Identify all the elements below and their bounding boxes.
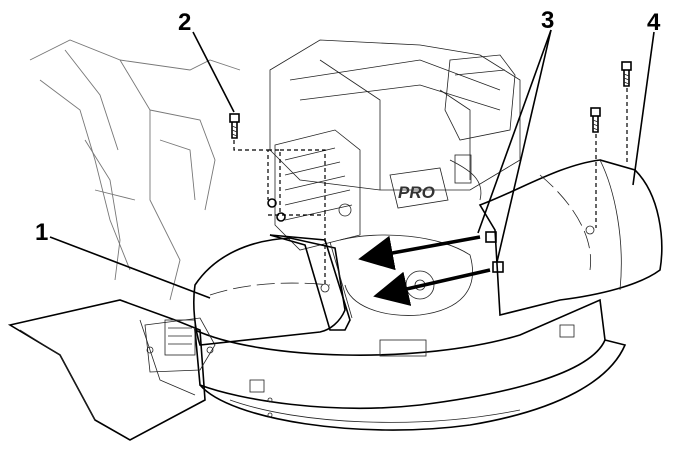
bolt-left-upper bbox=[229, 113, 240, 139]
muffler bbox=[274, 129, 361, 251]
callout-2: 2 bbox=[178, 9, 191, 36]
left-belt-cover bbox=[193, 234, 353, 346]
bolt-path-lines bbox=[233, 88, 628, 285]
right-belt-cover bbox=[478, 159, 663, 317]
bolt-right-upper bbox=[621, 61, 632, 87]
mower-deck bbox=[194, 234, 627, 431]
engine: PRO bbox=[269, 39, 521, 251]
callout-4: 4 bbox=[647, 9, 661, 36]
engine-badge: PRO bbox=[398, 183, 435, 202]
bolt-left-lower bbox=[267, 198, 286, 222]
bolt-right-lower bbox=[590, 107, 601, 133]
callout-1: 1 bbox=[35, 219, 48, 246]
insert-arrow-lower bbox=[373, 268, 491, 306]
insert-arrow-upper bbox=[358, 235, 481, 271]
callout-3: 3 bbox=[541, 7, 554, 34]
machine-frame bbox=[29, 39, 241, 301]
discharge-chute bbox=[7, 299, 216, 441]
leader-lines bbox=[49, 29, 655, 299]
deck-decal bbox=[379, 339, 427, 357]
